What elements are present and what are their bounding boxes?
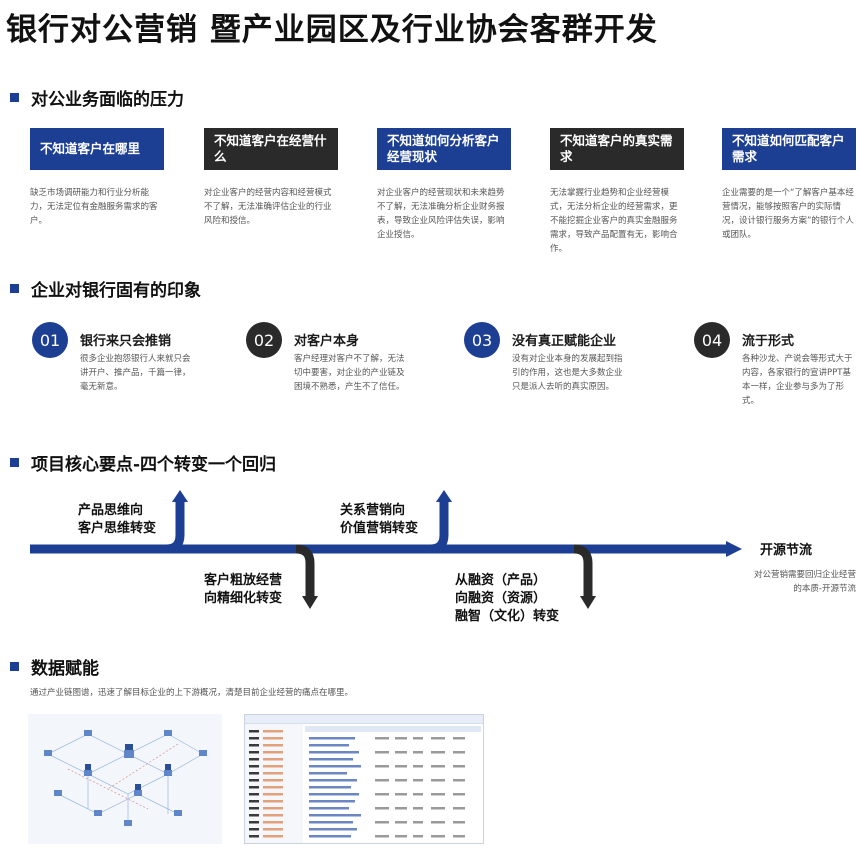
flow-label-up1: 产品思维向 客户思维转变 — [78, 503, 157, 536]
table-toolbar — [245, 715, 483, 724]
number-badge: 03 — [464, 322, 500, 358]
arrowhead-down-icon — [580, 596, 596, 609]
enterprise-data-table-image — [244, 714, 484, 844]
pressure-card-desc: 对企业客户的经营现状和未来趋势不了解，无法准确分析企业财务报表，导致企业风险评估… — [377, 188, 505, 240]
section-title: 项目核心要点-四个转变一个回归 — [31, 454, 277, 475]
number-badge: 02 — [246, 322, 282, 358]
impression-title: 对客户本身 — [294, 334, 360, 349]
section-header-data: 数据赋能 — [10, 655, 99, 679]
transformation-flow-diagram — [30, 490, 742, 609]
impression-title: 流于形式 — [742, 334, 795, 349]
down-arrow-1 — [295, 544, 315, 598]
up-arrow-1 — [165, 500, 185, 554]
impression-title: 没有真正赋能企业 — [512, 334, 617, 349]
flow-label-down2: 从融资（产品） 向融资（资源） 融智（文化）转变 — [455, 573, 560, 624]
pressure-card-desc: 对企业客户的经营内容和经营模式不了解，无法准确评估企业的行业风险和授信。 — [204, 188, 332, 226]
pressure-card-desc: 企业需要的是一个“了解客户基本经营情况，能够按照客户的实际情况，设计银行服务方案… — [722, 188, 854, 240]
impression-desc: 没有对企业本身的发展起到指引的作用，这也是大多数企业只是派人去听的真实原因。 — [512, 354, 623, 392]
impression-desc: 客户经理对客户不了解，无法切中要害，对企业的产业链及困境不熟悉，产生不了信任。 — [294, 354, 405, 392]
table-grid-icon — [245, 724, 481, 843]
flow-end-desc: 对公营销需要回归企业经营的本质-开源节流 — [753, 570, 856, 594]
impression-desc: 各种沙龙、产说会等形式大于内容，各家银行的宣讲PPT基本一样，企业参与多为了形式… — [742, 354, 853, 406]
pressure-card-label: 不知道如何匹配客户需求 — [722, 128, 856, 170]
flow-label-up2: 关系营销向 价值营销转变 — [340, 503, 419, 536]
up-arrow-2 — [429, 500, 449, 554]
down-arrow-2 — [573, 544, 593, 598]
number-badge: 01 — [32, 322, 68, 358]
pressure-card-desc: 无法掌握行业趋势和企业经营模式，无法分析企业的经营需求，更不能挖掘企业客户的真实… — [550, 188, 678, 254]
pressure-card-label: 不知道客户在经营什么 — [204, 128, 338, 170]
pressure-card-label: 不知道如何分析客户经营现状 — [377, 128, 511, 170]
bullet-square-icon — [10, 283, 19, 293]
pressure-card: 不知道客户的真实需求 无法掌握行业趋势和企业经营模式，无法分析企业的经营需求，更… — [550, 128, 684, 256]
impression-title: 银行来只会推销 — [80, 334, 172, 349]
section-header-pressure: 对公业务面临的压力 — [10, 86, 184, 110]
section-title: 对公业务面临的压力 — [31, 89, 184, 110]
arrowhead-down-icon — [302, 596, 318, 609]
pressure-card-desc: 缺乏市场调研能力和行业分析能力，无法定位有金融服务需求的客户。 — [30, 188, 158, 226]
pressure-card: 不知道如何匹配客户需求 企业需要的是一个“了解客户基本经营情况，能够按照客户的实… — [722, 128, 856, 242]
bullet-square-icon — [10, 92, 19, 102]
arrowhead-up-icon — [172, 490, 188, 502]
pressure-card-label: 不知道客户的真实需求 — [550, 128, 684, 170]
flow-end-title: 开源节流 — [760, 543, 813, 558]
industry-chain-map-image — [28, 714, 222, 844]
main-arrowhead-icon — [726, 541, 742, 557]
bullet-square-icon — [10, 661, 19, 671]
section-title: 企业对银行固有的印象 — [31, 280, 201, 301]
pressure-card: 不知道如何分析客户经营现状 对企业客户的经营现状和未来趋势不了解，无法准确分析企… — [377, 128, 511, 242]
pressure-card: 不知道客户在哪里 缺乏市场调研能力和行业分析能力，无法定位有金融服务需求的客户。 — [30, 128, 164, 228]
flow-label-down1: 客户粗放经营 向精细化转变 — [204, 573, 283, 606]
bullet-square-icon — [10, 457, 19, 467]
page-title: 银行对公营销 暨产业园区及行业协会客群开发 — [6, 12, 658, 48]
section-header-impression: 企业对银行固有的印象 — [10, 277, 201, 301]
pressure-card-label: 不知道客户在哪里 — [30, 128, 164, 170]
isometric-network-icon — [44, 730, 207, 826]
pressure-card: 不知道客户在经营什么 对企业客户的经营内容和经营模式不了解，无法准确评估企业的行… — [204, 128, 338, 228]
section-title: 数据赋能 — [31, 658, 99, 679]
data-intro-text: 通过产业链图谱，迅速了解目标企业的上下游概况，清楚目前企业经营的痛点在哪里。 — [30, 688, 354, 698]
impression-desc: 很多企业抱怨银行人来就只会讲开户、推产品，千篇一律，毫无新意。 — [80, 354, 191, 392]
arrowhead-up-icon — [436, 490, 452, 502]
section-header-core: 项目核心要点-四个转变一个回归 — [10, 451, 277, 475]
number-badge: 04 — [694, 322, 730, 358]
